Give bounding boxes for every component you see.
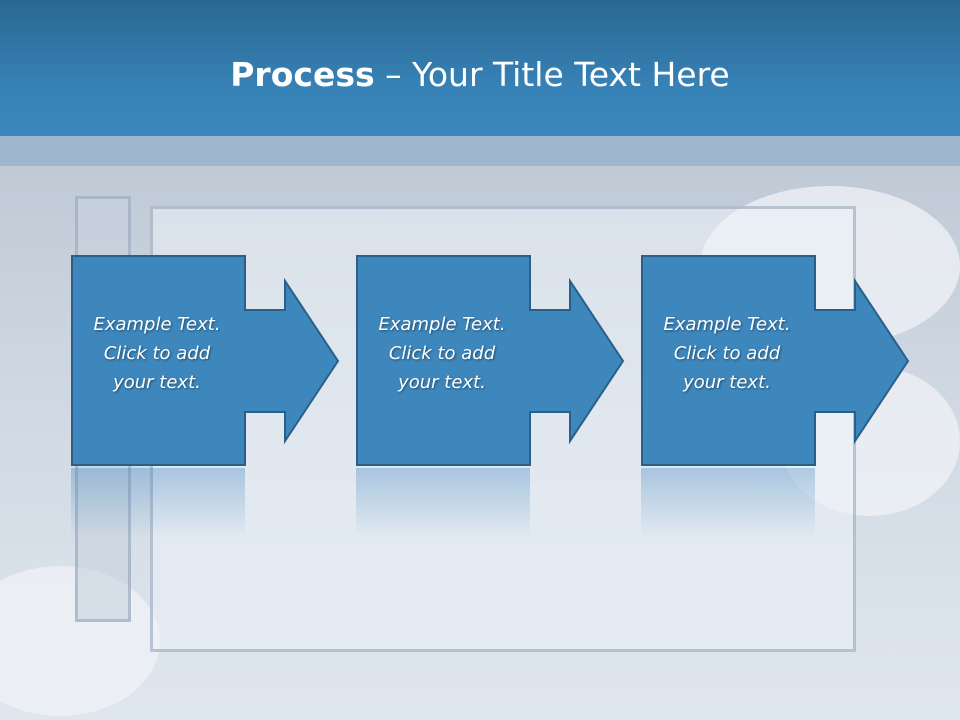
slide-title[interactable]: Process – Your Title Text Here — [0, 52, 960, 98]
box-arrow-shape — [641, 255, 910, 466]
step-text: Example Text. Click to add your text. — [71, 310, 243, 397]
step-line-3: your text. — [398, 372, 486, 393]
title-rest: – Your Title Text Here — [374, 55, 730, 94]
step-line-3: your text. — [683, 372, 771, 393]
step-text: Example Text. Click to add your text. — [356, 310, 528, 397]
title-bar-strip — [0, 136, 960, 166]
step-line-2: Click to add — [388, 343, 496, 364]
step-line-1: Example Text. — [93, 314, 221, 335]
step-line-2: Click to add — [673, 343, 781, 364]
process-step-2[interactable]: Example Text. Click to add your text. — [356, 255, 626, 467]
step-line-1: Example Text. — [663, 314, 791, 335]
step-line-1: Example Text. — [378, 314, 506, 335]
process-step-3[interactable]: Example Text. Click to add your text. — [641, 255, 911, 467]
title-bold: Process — [230, 55, 375, 94]
step-reflection — [641, 468, 815, 538]
step-line-3: your text. — [113, 372, 201, 393]
box-arrow-shape — [356, 255, 625, 466]
step-line-2: Click to add — [103, 343, 211, 364]
step-text: Example Text. Click to add your text. — [641, 310, 813, 397]
title-bar — [0, 0, 960, 136]
box-arrow-shape — [71, 255, 340, 466]
process-step-1[interactable]: Example Text. Click to add your text. — [71, 255, 341, 467]
step-reflection — [71, 468, 245, 538]
step-reflection — [356, 468, 530, 538]
